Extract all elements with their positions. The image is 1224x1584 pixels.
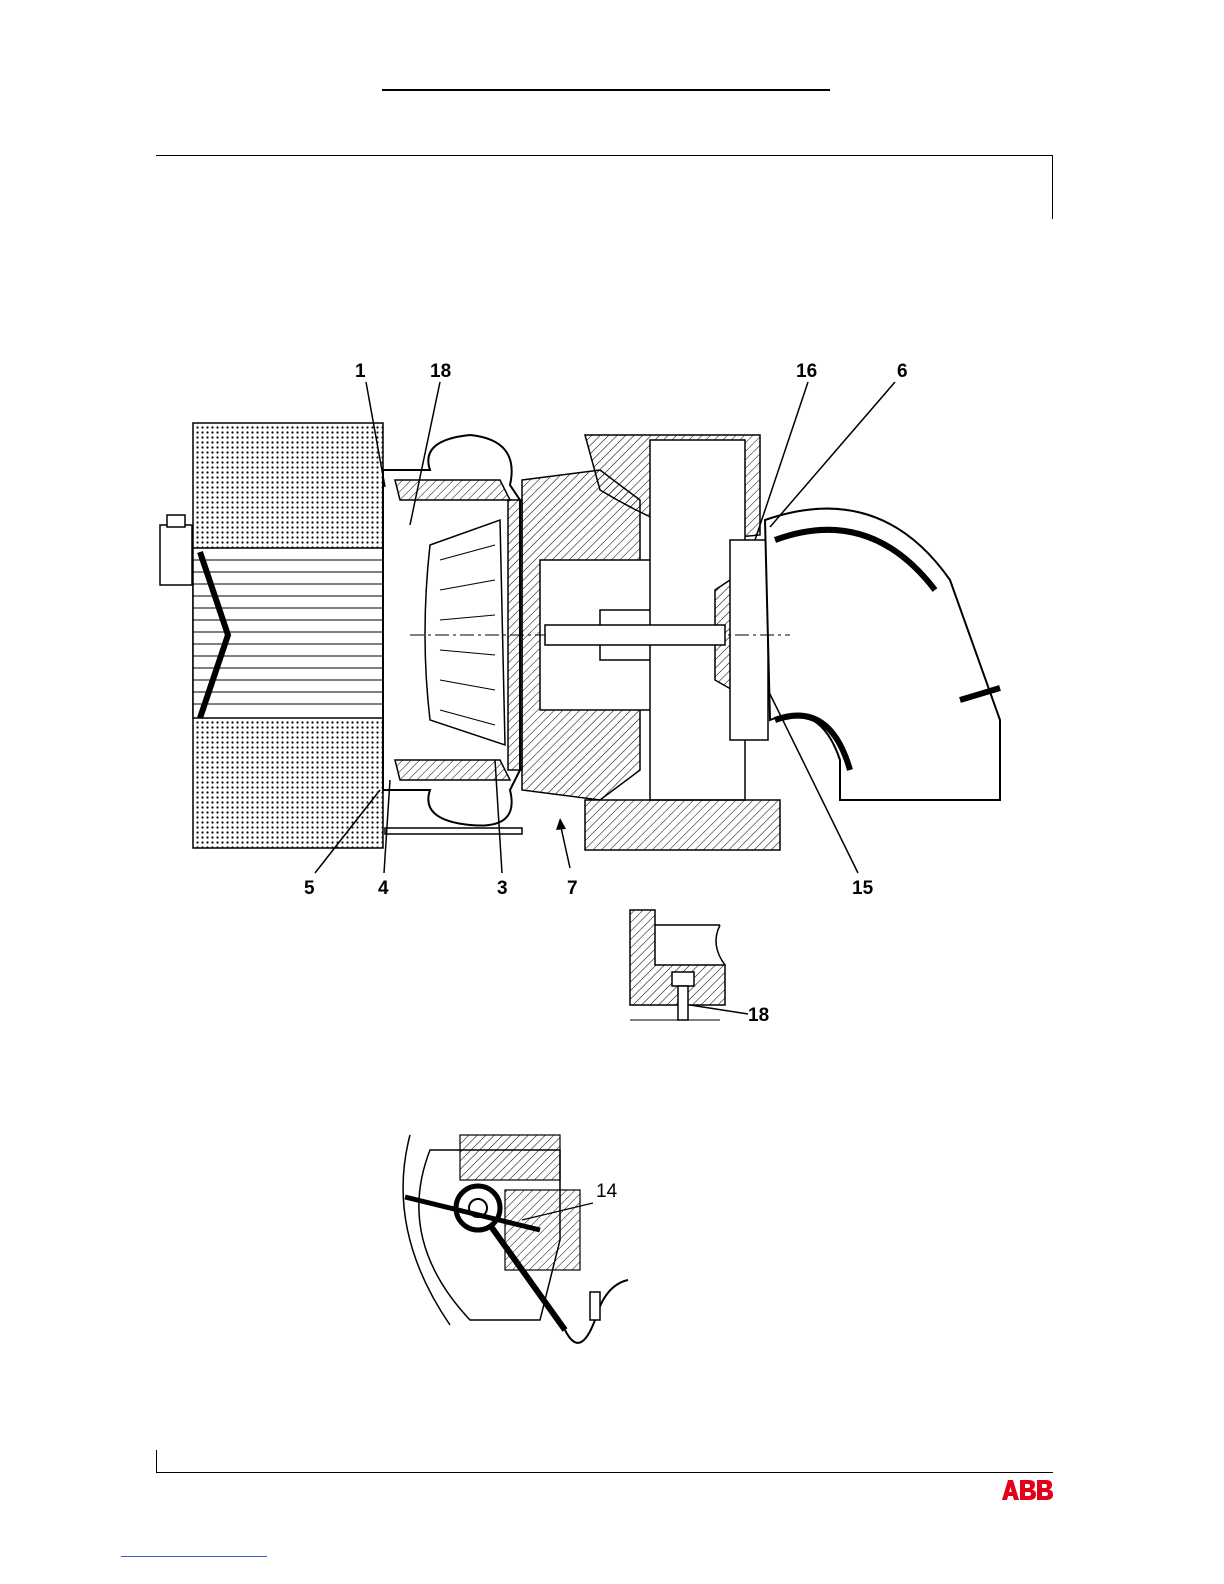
footer-frame-left [156,1450,157,1473]
callout-6: 6 [897,361,908,383]
photo-callout-14: 14 [596,1181,617,1203]
callout-5: 5 [304,878,315,900]
callout-4: 4 [378,878,389,900]
callout-1: 1 [355,361,366,383]
footer-link-underline [121,1556,267,1557]
callout-16: 16 [796,361,817,383]
callout-7: 7 [567,878,578,900]
sensor-installation-drawing [403,1135,628,1343]
abb-logo [1000,1478,1056,1502]
bolt-detail-drawing [630,910,748,1020]
callout-15: 15 [852,878,873,900]
callout-3: 3 [497,878,508,900]
footer-frame-line [156,1472,1053,1473]
detail-callout-18: 18 [748,1005,769,1027]
callout-18: 18 [430,361,451,383]
